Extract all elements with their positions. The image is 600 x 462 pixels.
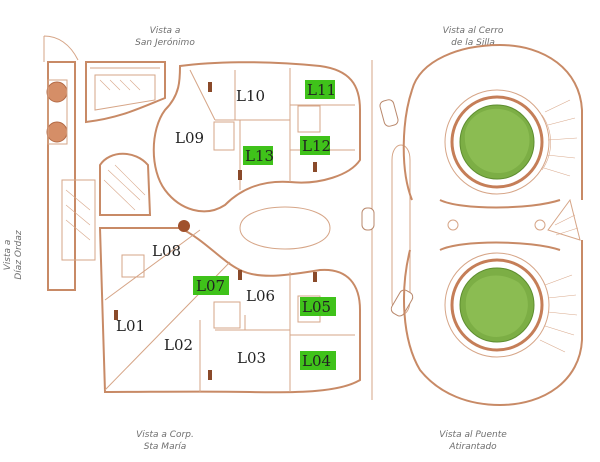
lot-l13-label[interactable]: L13	[245, 147, 274, 165]
view-label-west-2: Díaz Ordaz	[14, 230, 24, 280]
lot-l05-highlight	[300, 297, 336, 316]
lot-l03-label[interactable]: L03	[237, 349, 266, 367]
lot-l11-label[interactable]: L11	[307, 81, 336, 99]
car-3	[390, 289, 414, 317]
lot-l04-label[interactable]: L04	[302, 352, 331, 370]
view-label-north-right-2: de la Silla	[451, 38, 495, 48]
lot-l06-label[interactable]: L06	[246, 287, 275, 305]
lot-l10-label[interactable]: L10	[236, 87, 265, 105]
lot-l04-highlight	[300, 351, 336, 370]
lot-l11-highlight	[305, 80, 335, 99]
view-label-north-right-1: Vista al Cerro	[443, 26, 504, 36]
entrance-marker	[178, 220, 190, 232]
lot-l08-label[interactable]: L08	[152, 242, 181, 260]
view-label-west: Vista a Díaz Ordaz	[3, 230, 24, 280]
lot-l12-label[interactable]: L12	[302, 137, 331, 155]
lot-l13-highlight	[243, 146, 273, 165]
access-road	[361, 60, 414, 400]
left-building	[43, 35, 361, 394]
car-2	[361, 207, 375, 231]
view-label-south-right-1: Vista al Puente	[439, 430, 507, 440]
lot-labels: L10 L11 L09 L13 L12 L08 L07 L06 L05 L01 …	[116, 80, 336, 370]
lot-l02-label[interactable]: L02	[164, 336, 193, 354]
view-label-south-right-2: Atirantado	[448, 442, 497, 452]
car-1	[379, 99, 399, 127]
lot-l05-label[interactable]: L05	[302, 298, 331, 316]
lot-l07-highlight	[193, 276, 229, 295]
lot-l01-label[interactable]: L01	[116, 317, 145, 335]
view-label-north-left-2: San Jerónimo	[135, 37, 195, 48]
view-label-north-left-1: Vista a	[150, 26, 181, 36]
view-label-south-left-2: Sta María	[144, 442, 187, 452]
lot-l09-label[interactable]: L09	[175, 129, 204, 147]
lot-l07-label[interactable]: L07	[196, 277, 225, 295]
lot-l12-highlight	[300, 136, 330, 155]
view-label-south-left-1: Vista a Corp.	[136, 430, 194, 440]
view-label-west-1: Vista a	[3, 240, 13, 271]
right-building	[402, 43, 583, 407]
